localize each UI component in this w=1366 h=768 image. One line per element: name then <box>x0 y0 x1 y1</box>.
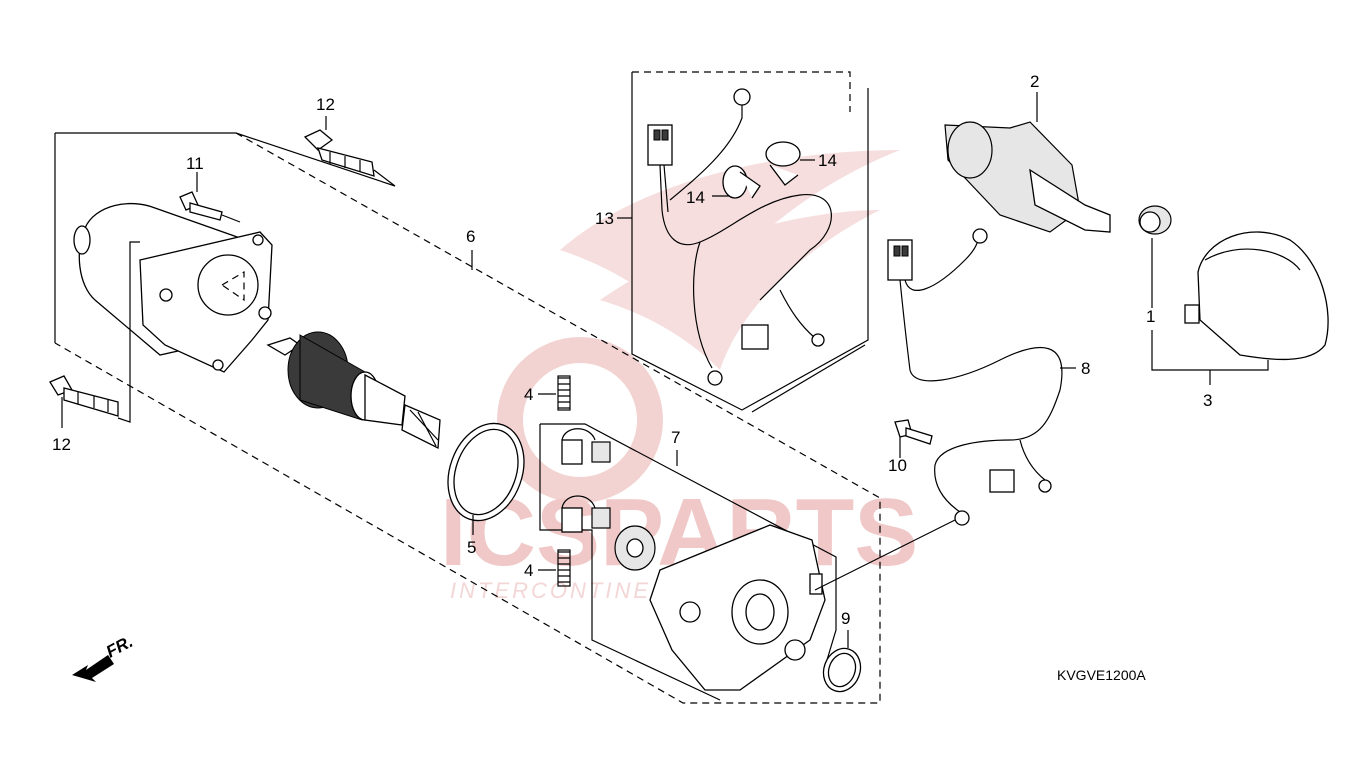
brushes <box>561 428 611 533</box>
bearing <box>614 525 656 571</box>
harness-13 <box>647 88 832 386</box>
harness-box-bottom <box>751 344 866 413</box>
callout-2: 2 <box>1030 72 1039 91</box>
callout-7: 7 <box>671 428 680 447</box>
collar-1 <box>1138 205 1269 385</box>
bolt-12-bottom <box>49 241 140 428</box>
callout-3: 3 <box>1203 391 1212 410</box>
bolt-10 <box>894 419 933 458</box>
starter-drive-2 <box>944 92 1111 233</box>
o-ring-5 <box>447 422 525 535</box>
callout-11: 11 <box>186 154 204 173</box>
callout-10: 10 <box>888 456 907 475</box>
diagram-code: KVGVE1200A <box>1057 667 1146 683</box>
clamp-14-left <box>712 165 761 199</box>
callout-13: 13 <box>595 209 614 228</box>
cover-3 <box>1184 231 1329 361</box>
callout-5: 5 <box>467 538 476 557</box>
harness-box-sides <box>631 72 869 411</box>
assembly-boundary-6 <box>54 132 881 704</box>
bolt-12-top <box>303 129 396 187</box>
motor-housing <box>73 202 273 373</box>
front-indicator: FR. <box>72 632 136 682</box>
armature <box>266 331 441 450</box>
watermark: ICSPARTS INTERCONTINENTAL PARTS <box>440 150 918 603</box>
callout-14-left: 14 <box>686 188 705 207</box>
spring-4-top <box>557 375 571 411</box>
callout-8: 8 <box>1081 359 1090 378</box>
gasket-9 <box>822 630 862 693</box>
callout-12-top: 12 <box>316 95 335 114</box>
brush-box-boundary-lower <box>539 424 721 701</box>
spring-4-bottom <box>557 549 571 587</box>
brush-box-boundary <box>540 423 837 661</box>
harness-box-top <box>632 71 851 112</box>
callout-12-bottom: 12 <box>52 435 71 454</box>
callout-4-bottom: 4 <box>524 561 533 580</box>
callout-9: 9 <box>841 609 850 628</box>
callout-6: 6 <box>466 227 475 246</box>
harness-8 <box>887 228 1076 526</box>
clamp-14-right <box>765 141 815 186</box>
callout-4-top: 4 <box>524 385 533 404</box>
end-cover <box>649 524 826 691</box>
callouts: 1 2 3 4 4 5 6 7 8 9 10 11 12 12 13 14 14 <box>52 72 1212 628</box>
bolt-11 <box>179 172 241 223</box>
callout-14-right: 14 <box>818 151 837 170</box>
connector-line-8 <box>814 519 956 591</box>
callout-1: 1 <box>1146 307 1155 326</box>
